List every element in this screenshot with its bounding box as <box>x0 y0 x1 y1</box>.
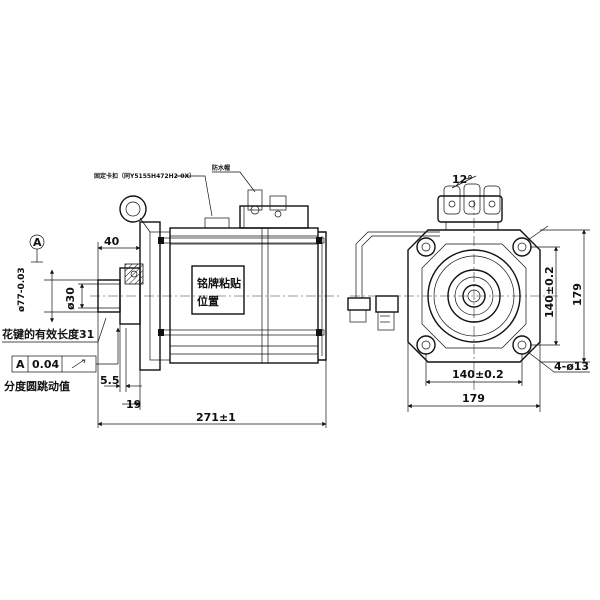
bolt-hole-bottom-left <box>416 335 436 355</box>
annotation-waterproof-cap: 防水帽 <box>212 164 230 172</box>
dim-horizontal-179: 179 <box>462 392 485 405</box>
hub-section-hatch <box>124 263 144 285</box>
shaft-circle <box>462 284 486 308</box>
dim-30: ø30 <box>64 287 77 310</box>
bolt-hole-top-right <box>512 237 532 257</box>
dim-overall-length: 271±1 <box>196 411 236 424</box>
spline-note: 花键的有效长度31 <box>2 327 94 341</box>
dim-19: 19 <box>126 398 141 411</box>
runout-note: 分度圆跳动值 <box>4 379 70 393</box>
dim-angle: 12° <box>452 173 473 186</box>
tolerance-value: 0.04 <box>32 358 59 371</box>
lifting-eye <box>119 195 147 223</box>
tie-rod-top <box>159 237 325 244</box>
housing-outer-circle <box>427 249 521 343</box>
cable-plug <box>347 231 440 331</box>
dim-horizontal-140: 140±0.2 <box>452 368 504 381</box>
nameplate-label-line1: 铭牌粘贴 <box>197 276 241 290</box>
bolt-hole-top-left <box>416 237 436 257</box>
dim-vertical-140: 140±0.2 <box>543 266 556 318</box>
tie-rod-bottom <box>159 329 325 336</box>
nameplate-label-line2: 位置 <box>197 294 219 308</box>
tolerance-frame: A 0.04 <box>11 327 121 373</box>
bolt-hole-bottom-right <box>512 335 532 355</box>
dim-5-5: 5.5 <box>100 374 120 387</box>
dim-40: 40 <box>104 235 120 248</box>
annotation-fixing-clip: 固定卡扣（同Y5155H472H2-0X） <box>94 172 195 180</box>
motor-shaft <box>97 279 121 313</box>
runout-symbol <box>71 359 86 369</box>
front-view: 12° 140±0.2 179 140±0.2 179 <box>347 173 590 412</box>
spigot-circle <box>447 269 501 323</box>
front-connectors <box>437 183 503 230</box>
rear-end-cap <box>318 231 327 361</box>
front-flange-outline <box>407 229 541 363</box>
top-connector <box>204 189 309 229</box>
holes-label: 4-ø13 <box>554 360 589 373</box>
tolerance-datum: A <box>16 358 25 371</box>
datum-a-label: A <box>33 236 42 249</box>
dim-vertical-179: 179 <box>571 283 584 306</box>
nameplate-area <box>191 265 245 315</box>
side-view: 铭牌粘贴 位置 固定卡扣（同Y5155H472H2-0X） 防水帽 A 40 <box>2 164 340 428</box>
dim-shaft-diameter: ø77-0.03 <box>17 267 27 312</box>
